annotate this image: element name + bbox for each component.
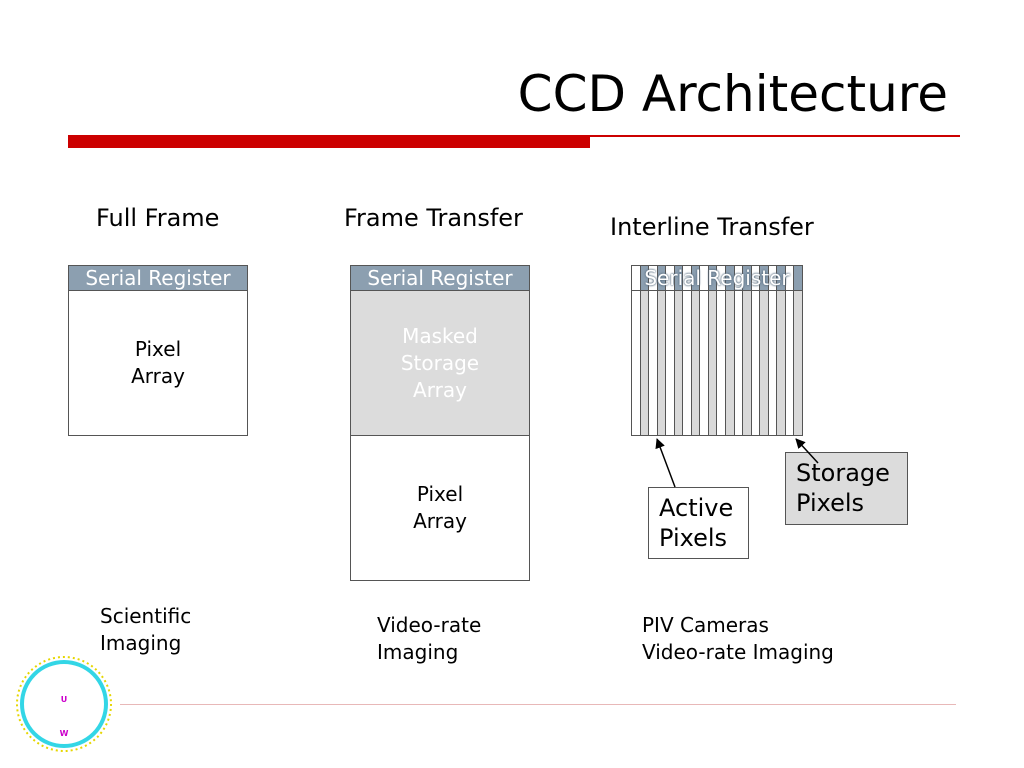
- caption-interline-transfer: PIV Cameras Video-rate Imaging: [642, 613, 834, 664]
- interline-column: [649, 291, 658, 435]
- interline-column: [751, 291, 761, 435]
- heading-full-frame: Full Frame: [96, 204, 220, 232]
- register-column: [674, 266, 684, 290]
- serial-register-interline-stripes: [631, 265, 803, 291]
- register-column: [708, 266, 718, 290]
- interline-column: [760, 291, 769, 435]
- register-column: [743, 266, 752, 290]
- register-column: [632, 266, 641, 290]
- pixel-array-full-frame: Pixel Array: [68, 290, 248, 436]
- serial-register-full-frame: Serial Register: [68, 265, 248, 291]
- storage-array-label: Masked Storage Array: [400, 323, 480, 402]
- interline-column: [785, 291, 795, 435]
- interline-column: [683, 291, 692, 435]
- interline-column: [726, 291, 735, 435]
- pixel-array-frame-transfer: Pixel Array: [350, 435, 530, 581]
- register-column: [717, 266, 727, 290]
- interline-column: [768, 291, 778, 435]
- interline-column: [717, 291, 727, 435]
- title-bar-thick: [68, 135, 590, 148]
- register-column: [691, 266, 701, 290]
- seal-letter-w: W: [60, 729, 69, 738]
- serial-register-interline: Serial Register: [631, 265, 803, 291]
- interline-column: [632, 291, 641, 435]
- register-column: [700, 266, 709, 290]
- university-seal-logo: U W: [16, 656, 112, 752]
- register-column: [777, 266, 786, 290]
- interline-column: [674, 291, 684, 435]
- interline-column: [777, 291, 786, 435]
- callout-storage-pixels: Storage Pixels: [785, 452, 908, 525]
- pixel-array-label: Pixel Array: [131, 337, 185, 388]
- heading-interline-transfer: Interline Transfer: [610, 213, 814, 241]
- interline-column: [657, 291, 667, 435]
- caption-full-frame: Scientific Imaging: [100, 604, 192, 655]
- register-column: [768, 266, 778, 290]
- seal-letter-u: U: [61, 695, 68, 704]
- register-column: [649, 266, 658, 290]
- interline-column: [734, 291, 744, 435]
- register-column: [640, 266, 650, 290]
- serial-register-frame-transfer: Serial Register: [350, 265, 530, 291]
- interline-column: [691, 291, 701, 435]
- heading-frame-transfer: Frame Transfer: [344, 204, 523, 232]
- seal-dots: [16, 656, 112, 752]
- register-column: [760, 266, 769, 290]
- register-column: [666, 266, 675, 290]
- title-bar-thin: [590, 135, 960, 137]
- pixel-array-label: Pixel Array: [413, 482, 467, 533]
- interline-column: [640, 291, 650, 435]
- register-column: [785, 266, 795, 290]
- register-column: [734, 266, 744, 290]
- callout-active-pixels: Active Pixels: [648, 487, 749, 559]
- interline-column: [794, 291, 802, 435]
- interline-column: [666, 291, 675, 435]
- register-column: [683, 266, 692, 290]
- interline-column: [700, 291, 709, 435]
- serial-register-label: Serial Register: [644, 266, 790, 290]
- register-column: [657, 266, 667, 290]
- register-column: [726, 266, 735, 290]
- interline-pixel-columns: [631, 290, 803, 436]
- arrow-active-pixels: [655, 438, 676, 488]
- seal-ring: [20, 660, 108, 748]
- masked-storage-array: Masked Storage Array: [350, 290, 530, 436]
- interline-column: [708, 291, 718, 435]
- slide-title: CCD Architecture: [517, 65, 948, 123]
- caption-frame-transfer: Video-rate Imaging: [377, 613, 482, 664]
- bottom-rule: [120, 704, 956, 705]
- register-column: [794, 266, 802, 290]
- interline-column: [743, 291, 752, 435]
- register-column: [751, 266, 761, 290]
